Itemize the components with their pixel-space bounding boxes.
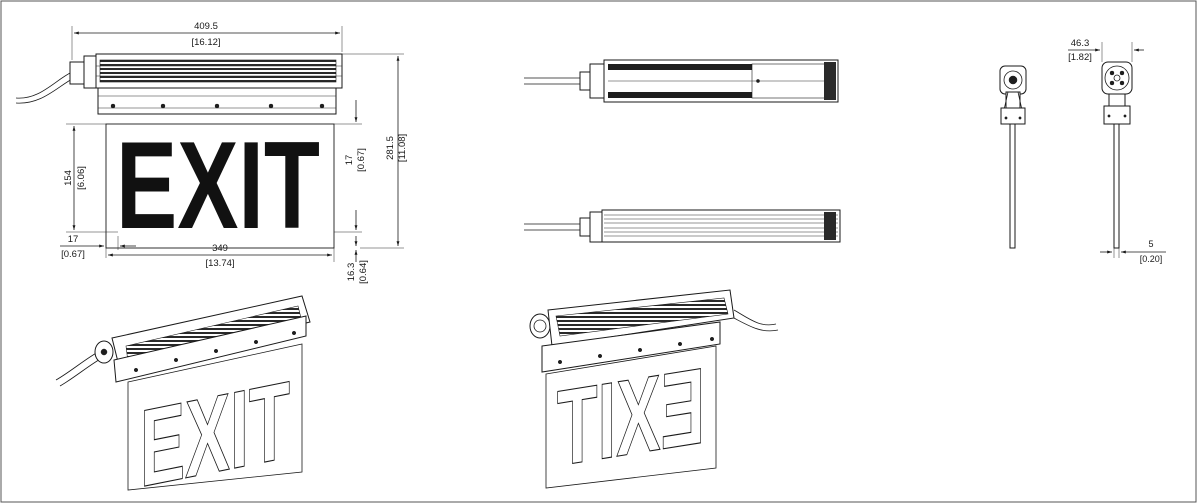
dim-panel-width-in: [13.74] (205, 258, 234, 269)
iso-view-left: EXIT (55, 295, 311, 503)
front-exit-text: EXIT (116, 117, 320, 255)
iso-left-exit-text: EXIT (140, 357, 290, 503)
dim-panel-margin-in: [0.67] (356, 148, 367, 172)
dim-left-margin-mm: 17 (68, 234, 79, 245)
iso-right-exit-text: EXIT (557, 346, 705, 490)
dim-housing-width-mm: 46.3 (1071, 38, 1090, 49)
dim-overall-width-in: [16.12] (191, 37, 220, 48)
dim-housing-width-in: [1.82] (1068, 52, 1092, 63)
dim-letter-height-mm: 154 (63, 170, 74, 186)
dim-panel-margin-mm: 17 (344, 155, 355, 166)
side-view-left-panel (1009, 123, 1016, 249)
dim-overall-width-mm: 409.5 (194, 21, 218, 32)
bottom-view-housing (601, 209, 841, 243)
dim-overall-height-mm: 281.5 (385, 136, 396, 160)
side-view-right-panel (1113, 123, 1120, 249)
dim-panel-thickness-mm: 16.3 (346, 263, 357, 282)
iso-right-cable (729, 309, 779, 332)
dim-panel-edge-in: [0.20] (1140, 254, 1163, 264)
front-cable (15, 71, 75, 104)
side-view-left (999, 65, 1027, 249)
iso-right-panel (545, 345, 717, 489)
front-view: EXIT 409.5 [16.12] 154 [6.06] 281.5 [11.… (15, 21, 408, 284)
dim-overall-height-in: [11.08] (397, 134, 408, 162)
top-view (524, 59, 839, 103)
bottom-view (524, 209, 841, 243)
dim-panel-thickness-in: [0.64] (358, 260, 369, 284)
dim-panel-edge-mm: 5 (1148, 239, 1153, 249)
side-view-right: 46.3 [1.82] 5 [0.20] (1068, 38, 1166, 264)
dim-left-margin-in: [0.67] (61, 249, 85, 260)
front-bracket (97, 87, 337, 115)
front-panel (105, 123, 335, 249)
iso-view-right: EXIT (529, 289, 779, 490)
dim-panel-width-mm: 349 (212, 243, 228, 254)
dim-letter-height-in: [6.06] (76, 166, 87, 190)
iso-left-cable (55, 351, 103, 387)
iso-left-panel (127, 343, 303, 491)
